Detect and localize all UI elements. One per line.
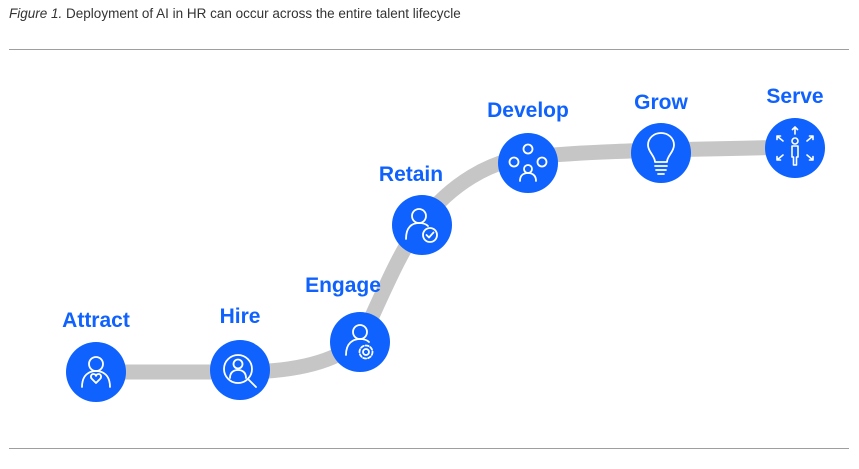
stage-label-grow: Grow	[634, 91, 688, 114]
figure-label: Figure 1.	[9, 6, 63, 21]
stage-label-hire: Hire	[220, 305, 261, 328]
person-gear-icon	[345, 324, 374, 360]
stage-node-grow	[631, 123, 691, 183]
bottom-divider	[9, 448, 849, 449]
stage-attract: Attract	[62, 309, 130, 402]
stage-label-attract: Attract	[62, 309, 130, 332]
stage-node-attract	[66, 342, 126, 402]
stage-engage: Engage	[305, 274, 390, 372]
search-person-icon	[223, 354, 257, 388]
person-arrows-icon	[776, 126, 814, 166]
stage-label-retain: Retain	[379, 163, 443, 186]
top-divider	[9, 49, 849, 50]
stage-serve: Serve	[765, 85, 825, 178]
stage-develop: Develop	[487, 99, 569, 193]
stage-label-engage: Engage	[305, 274, 381, 297]
stage-node-serve	[765, 118, 825, 178]
stage-node-retain	[392, 195, 452, 255]
lifecycle-path	[90, 139, 803, 380]
person-check-icon	[405, 208, 438, 243]
stage-node-engage	[330, 312, 390, 372]
figure-caption: Figure 1. Deployment of AI in HR can occ…	[9, 6, 461, 21]
figure-caption-text: Deployment of AI in HR can occur across …	[66, 6, 461, 21]
person-heart-icon	[81, 356, 111, 388]
stage-grow: Grow	[631, 91, 691, 183]
stage-label-serve: Serve	[766, 85, 823, 108]
stage-label-develop: Develop	[487, 99, 569, 122]
stage-node-develop	[498, 133, 558, 193]
network-people-icon	[508, 143, 548, 182]
stage-hire: Hire	[210, 305, 270, 400]
lightbulb-icon	[647, 132, 675, 175]
stage-retain: Retain	[379, 163, 452, 255]
